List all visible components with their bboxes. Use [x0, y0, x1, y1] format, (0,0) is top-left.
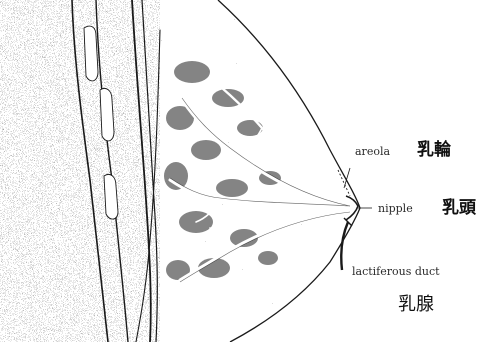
tissue-stipple	[0, 0, 380, 342]
label-areola-en: areola	[355, 146, 390, 157]
label-areola-jp: 乳輪	[417, 142, 451, 159]
label-nipple-jp: 乳頭	[442, 200, 476, 217]
label-duct-en: lactiferous duct	[352, 266, 440, 277]
label-duct-jp: 乳腺	[398, 296, 434, 314]
label-nipple-en: nipple	[378, 203, 413, 214]
